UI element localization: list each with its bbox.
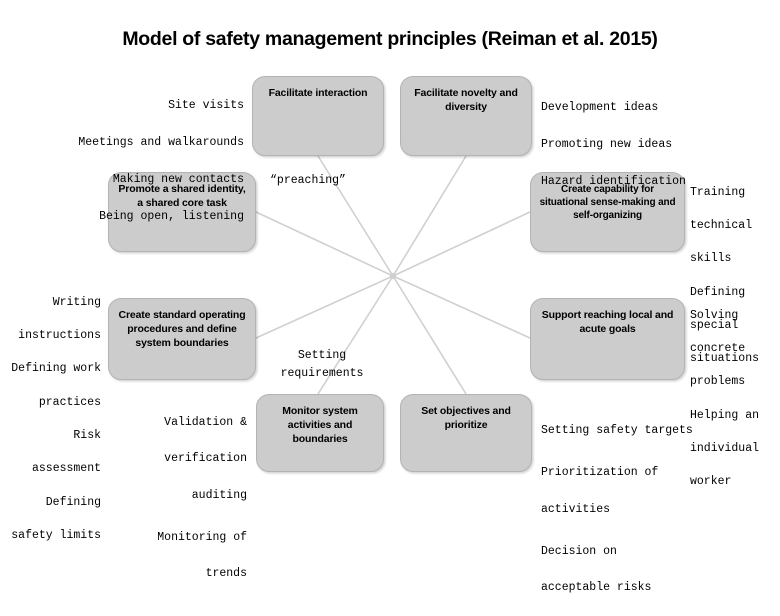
annotation-bottom-left: Validation & verification auditing Monit…	[40, 396, 247, 602]
annotation-line: Writing	[52, 295, 101, 309]
annotation-mid-left-lower: Writing instructions Defining work pract…	[2, 278, 101, 561]
node-facilitate-interaction[interactable]: Facilitate interaction	[252, 76, 384, 156]
annotation-line: individual	[690, 442, 760, 456]
node-monitor-system[interactable]: Monitor system activities and boundaries	[256, 394, 384, 472]
annotation-mid-right-lower: Solving concrete problems Helping an ind…	[690, 291, 780, 508]
annotation-line: special	[690, 319, 739, 333]
annotation-top-right: Development ideas Promoting new ideas Ha…	[541, 80, 773, 210]
annotation-line: Promoting new ideas	[541, 137, 673, 151]
annotation-line: Solving	[690, 308, 739, 322]
annotation-line: activities	[541, 502, 611, 516]
annotation-line: auditing	[191, 488, 247, 502]
node-support-reaching-goals[interactable]: Support reaching local and acute goals	[530, 298, 685, 380]
annotation-line: Development ideas	[541, 100, 659, 114]
center-note-setting-requirements: Setting requirements	[280, 349, 364, 380]
node-label: Facilitate novelty and diversity	[414, 87, 518, 113]
annotation-line: Monitoring of	[157, 531, 247, 545]
annotation-line: concrete	[690, 342, 746, 356]
page-title: Model of safety management principles (R…	[122, 28, 658, 50]
annotation-line: Defining work	[11, 362, 101, 376]
annotation-line: verification	[164, 452, 247, 466]
node-label: Promote a shared identity, a shared core…	[118, 183, 246, 209]
connector-set-objectives	[392, 275, 467, 395]
annotation-line: practices	[38, 395, 101, 409]
node-label: Set objectives and prioritize	[421, 405, 511, 431]
annotation-line: worker	[690, 475, 732, 489]
node-promote-shared-identity[interactable]: Promote a shared identity, a shared core…	[108, 172, 256, 252]
connector-facilitate-novelty	[392, 155, 467, 277]
connector-create-standard-procedures	[255, 275, 394, 339]
annotation-mid-right-upper: Training technical skills Defining speci…	[690, 168, 780, 385]
annotation-line: Site visits	[168, 98, 244, 112]
node-facilitate-novelty[interactable]: Facilitate novelty and diversity	[400, 76, 532, 156]
node-create-capability[interactable]: Create capability for situational sense-…	[530, 172, 685, 252]
annotation-line: problems	[690, 375, 746, 389]
annotation-line: instructions	[18, 329, 101, 343]
annotation-bottom-right: Setting safety targets Prioritization of…	[541, 404, 776, 616]
annotation-line: Training	[690, 185, 746, 199]
connector-create-capability	[392, 211, 531, 277]
annotation-line: Meetings and walkarounds	[78, 135, 244, 149]
annotation-line: assessment	[31, 462, 101, 476]
hub-point	[389, 272, 397, 280]
annotation-line: Defining	[45, 495, 101, 509]
center-note-preaching: “preaching”	[270, 174, 346, 187]
node-set-objectives[interactable]: Set objectives and prioritize	[400, 394, 532, 472]
annotation-line: Being open, listening	[99, 210, 244, 224]
node-create-standard-procedures[interactable]: Create standard operating procedures and…	[108, 298, 256, 380]
annotation-line: Prioritization of	[541, 466, 659, 480]
annotation-line: Helping an	[690, 408, 760, 422]
annotation-line: Making new contacts	[112, 173, 244, 187]
annotation-line: skills	[690, 252, 732, 266]
node-label: Monitor system activities and boundaries	[282, 405, 358, 445]
annotation-line: trends	[205, 567, 247, 581]
annotation-line: Risk	[73, 429, 101, 443]
connector-support-reaching-goals	[392, 275, 531, 339]
node-label: Support reaching local and acute goals	[541, 309, 674, 335]
annotation-line: technical	[690, 219, 753, 233]
annotation-line: situations	[690, 352, 760, 366]
annotation-line: Validation &	[164, 416, 247, 430]
annotation-line: Hazard identification	[541, 175, 686, 189]
node-label: Create standard operating procedures and…	[118, 309, 246, 349]
annotation-line: acceptable risks	[541, 581, 652, 595]
connector-promote-shared-identity	[255, 211, 394, 277]
node-label: Create capability for situational sense-…	[539, 184, 676, 222]
node-label: Facilitate interaction	[268, 87, 368, 99]
annotation-top-left: Site visits Meetings and walkarounds Mak…	[44, 78, 244, 246]
annotation-line: Defining	[690, 285, 746, 299]
annotation-line: safety limits	[11, 529, 101, 543]
annotation-line: Decision on	[541, 545, 617, 559]
diagram-canvas: Model of safety management principles (R…	[11, 28, 780, 595]
annotation-line: Setting safety targets	[541, 424, 693, 438]
